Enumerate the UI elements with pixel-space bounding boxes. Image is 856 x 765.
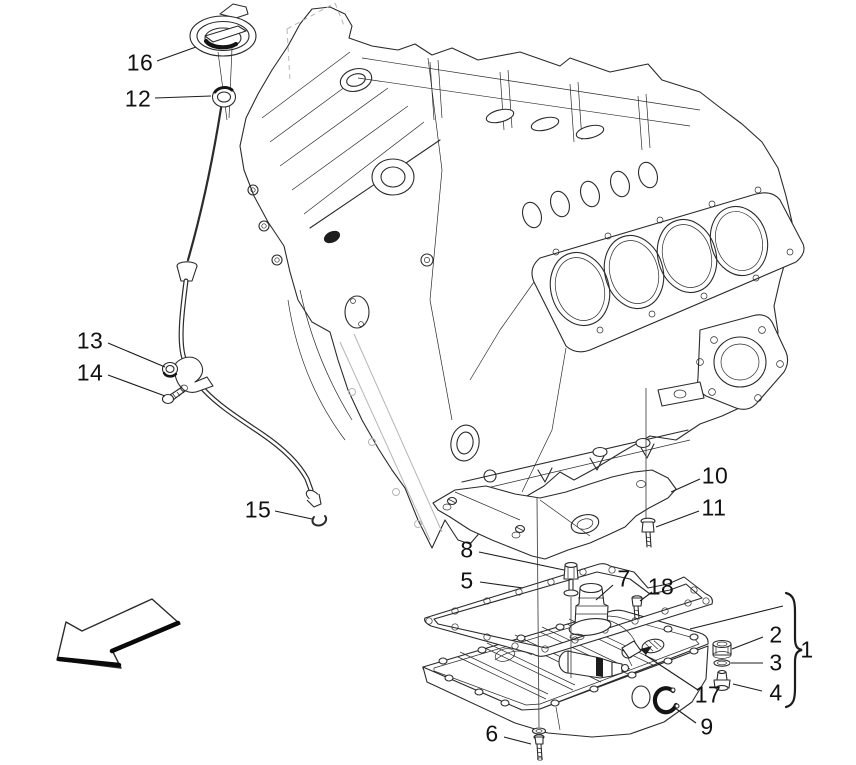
dipstick-rod bbox=[186, 106, 223, 262]
leader-18 bbox=[639, 591, 653, 602]
projection-lines bbox=[536, 388, 647, 728]
callout-13[interactable]: 13 bbox=[76, 327, 104, 354]
dipstick-tube bbox=[178, 278, 314, 493]
cylinder-deck bbox=[531, 186, 805, 353]
block-bottom-rail bbox=[461, 381, 705, 493]
callout-11[interactable]: 11 bbox=[701, 494, 727, 521]
leader-lines bbox=[107, 46, 784, 745]
bolt-6 bbox=[531, 727, 547, 761]
cap-shadow bbox=[203, 38, 239, 50]
bracket-bolt-14 bbox=[161, 384, 188, 405]
drain-plug-4 bbox=[713, 669, 731, 691]
heat-shield bbox=[432, 469, 677, 560]
callout-17[interactable]: 17 bbox=[694, 681, 722, 708]
callout-6[interactable]: 6 bbox=[485, 720, 499, 747]
engine-block bbox=[239, 6, 805, 549]
callout-5[interactable]: 5 bbox=[460, 567, 474, 594]
heat-shield-bolt-hole bbox=[636, 480, 646, 488]
oil-pump-valve bbox=[558, 650, 630, 679]
leader-9 bbox=[674, 707, 697, 724]
right-bank-head bbox=[357, 57, 701, 151]
leader-15 bbox=[274, 510, 313, 520]
callout-18[interactable]: 18 bbox=[647, 573, 675, 600]
callout-16[interactable]: 16 bbox=[126, 49, 154, 76]
oil-filler-neck bbox=[339, 67, 373, 93]
oil-filler-cap bbox=[189, 3, 257, 121]
leader-17 bbox=[644, 654, 699, 691]
callout-8[interactable]: 8 bbox=[460, 536, 474, 563]
circlip-hole bbox=[631, 685, 651, 709]
drain-plug-washer-3 bbox=[713, 659, 731, 667]
leader-11 bbox=[655, 510, 700, 528]
oil-sump-pan bbox=[422, 609, 709, 738]
callout-3[interactable]: 3 bbox=[769, 649, 783, 676]
leader-7 bbox=[595, 584, 614, 601]
tube-bracket-13 bbox=[161, 356, 214, 393]
deck-bolt-holes bbox=[552, 186, 794, 334]
tube-end bbox=[305, 489, 322, 508]
bolt-11 bbox=[640, 517, 656, 548]
dipstick-ring bbox=[211, 86, 237, 108]
callout-1[interactable]: 1 bbox=[800, 636, 814, 663]
leader-13 bbox=[107, 342, 166, 368]
hatched-plug bbox=[323, 230, 341, 244]
oil-level-fitting bbox=[621, 640, 652, 667]
direction-arrow bbox=[56, 598, 181, 669]
callout-9[interactable]: 9 bbox=[700, 713, 714, 740]
phantom-lines bbox=[286, 2, 443, 541]
callout-15[interactable]: 15 bbox=[244, 496, 272, 523]
rear-seal-housing bbox=[696, 314, 789, 410]
leader-5 bbox=[479, 581, 524, 589]
leader-1 bbox=[689, 605, 784, 630]
leader-14 bbox=[107, 374, 166, 397]
leader-6 bbox=[503, 736, 532, 745]
group-brace bbox=[784, 591, 803, 709]
front-face-details bbox=[247, 57, 567, 493]
heat-shield-screw-left bbox=[442, 496, 458, 511]
dipstick-funnel bbox=[176, 261, 198, 282]
callout-14[interactable]: 14 bbox=[76, 359, 104, 386]
tube-seal-15 bbox=[311, 515, 328, 527]
callout-10[interactable]: 10 bbox=[701, 462, 729, 489]
leader-2 bbox=[731, 636, 764, 650]
leader-16 bbox=[156, 46, 197, 62]
drain-plug-spacer-2 bbox=[712, 639, 732, 659]
leader-10 bbox=[670, 478, 701, 493]
bolt-8 bbox=[563, 562, 579, 597]
heat-shield-screw-mid bbox=[511, 524, 526, 539]
leader-12 bbox=[154, 95, 212, 99]
bolt-18 bbox=[631, 595, 643, 620]
callout-7[interactable]: 7 bbox=[617, 565, 631, 592]
callout-2[interactable]: 2 bbox=[769, 621, 783, 648]
leader-4 bbox=[732, 683, 763, 692]
sump-gasket bbox=[424, 563, 713, 657]
valley-ports bbox=[521, 161, 659, 229]
callout-12[interactable]: 12 bbox=[124, 85, 152, 112]
leader-8 bbox=[478, 551, 565, 571]
circlip-9 bbox=[652, 686, 680, 715]
callout-4[interactable]: 4 bbox=[769, 679, 783, 706]
cap-grip bbox=[204, 25, 247, 43]
